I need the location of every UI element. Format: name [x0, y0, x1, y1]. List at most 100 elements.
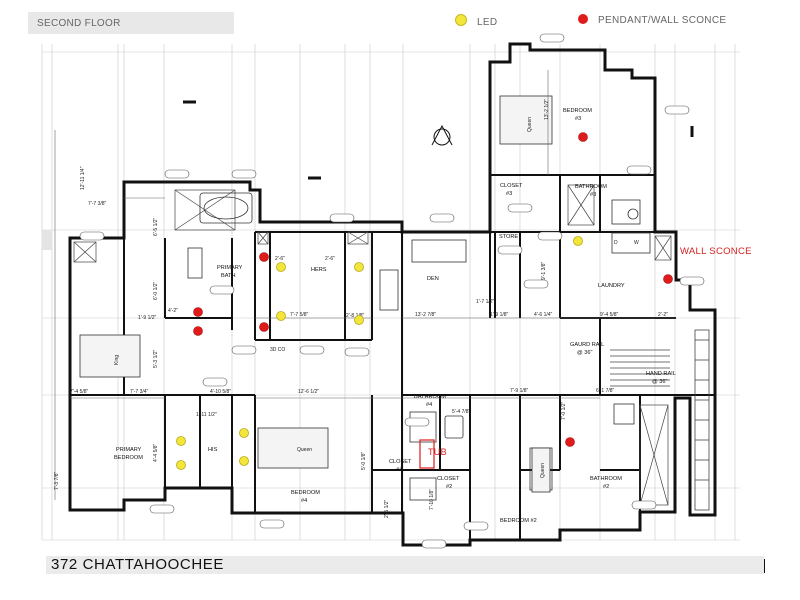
- grid-tag: [42, 230, 52, 250]
- room-primary-bedroom-1: PRIMARY: [116, 447, 142, 453]
- stairs: [610, 329, 710, 511]
- room-closet2: CLOSET: [437, 476, 460, 482]
- room-closet4: CLOSET: [389, 459, 412, 465]
- room-primary-bath-1: PRIMARY: [217, 265, 243, 271]
- queen-label-2: Queen: [527, 117, 533, 132]
- room-store: STORE: [499, 234, 518, 240]
- dim-7: 2'-8 1/8": [346, 313, 365, 319]
- section-markers: [183, 100, 694, 180]
- dim-2: 6'-5 1/2": [153, 217, 159, 236]
- pendant-light: [259, 252, 269, 262]
- dim-30: 2'-2": [658, 312, 668, 318]
- pendant-light: [578, 132, 588, 142]
- room-bathroom3-num: #3: [590, 192, 596, 198]
- led-light: [276, 311, 286, 321]
- dimension-lines: [54, 70, 676, 500]
- room-bedroom4-num: #4: [301, 498, 307, 504]
- dim-5: 1'-9 1/2": [138, 315, 157, 321]
- room-bathroom2: BATHROOM: [590, 476, 622, 482]
- room-bathroom4-num: #4: [426, 402, 432, 408]
- legend-pendant: PENDANT/WALL SCONCE: [578, 14, 726, 26]
- interior-walls: [70, 174, 715, 540]
- dim-3: 6'-0 1/2": [153, 281, 159, 300]
- dim-22: 7'-9 1/8": [510, 388, 529, 394]
- hand-rail-label: HAND RAIL: [646, 371, 676, 377]
- dim-20: 5'-4 7/8": [452, 409, 471, 415]
- floor-label: SECOND FLOOR: [28, 12, 234, 34]
- dim-28: 2'-5 1/2": [384, 499, 390, 518]
- guard-rail-height: @ 36": [577, 350, 592, 356]
- dim-29: 12'-11 1/4": [80, 166, 86, 190]
- dim-16: 7'-7 3/4": [130, 389, 149, 395]
- led-light: [354, 315, 364, 325]
- dim-32: 4'-4 5/8": [153, 443, 159, 462]
- wall-sconce-callout: WALL SCONCE: [680, 246, 752, 257]
- led-light: [239, 428, 249, 438]
- room-his: HIS: [208, 447, 218, 453]
- equipment-marks: 3D CO: [270, 347, 285, 353]
- reference-grid: [41, 44, 740, 541]
- led-light: [239, 456, 249, 466]
- queen-label-1: Queen: [297, 447, 312, 453]
- dim-25: 13'-2 1/2": [544, 99, 550, 120]
- dim-33: 9'-1 3/8": [541, 261, 547, 280]
- room-primary-bath-2: BATH: [221, 273, 236, 279]
- room-bathroom2-num: #2: [603, 484, 609, 490]
- washer-label: W: [634, 240, 639, 246]
- dim-12: 1'-7 1/2": [476, 299, 495, 305]
- dim-21: 6'-1 7/8": [596, 388, 615, 394]
- room-closet4-num: #4: [396, 467, 402, 473]
- dim-1: 7'-7 3/8": [88, 201, 107, 207]
- led-dot-icon: [455, 14, 467, 26]
- dim-8: 13'-2 7/8": [415, 312, 436, 318]
- room-den: DEN: [427, 276, 439, 282]
- dim-4: 4'-2": [168, 308, 178, 314]
- dim-9: 1'-9 1/8": [490, 312, 509, 318]
- wall-sconce-light: [663, 274, 673, 284]
- led-light: [276, 262, 286, 272]
- dim-13: 2'-6": [275, 256, 285, 262]
- king-label: King: [114, 355, 120, 365]
- dim-18: 4'-10 5/8": [210, 389, 231, 395]
- room-bedroom2: BEDROOM #2: [500, 518, 537, 524]
- plumbing-fixtures: [187, 192, 651, 501]
- led-light: [573, 236, 583, 246]
- dim-10: 4'-6 1/4": [534, 312, 553, 318]
- dim-6: 7'-7 5/8": [290, 312, 309, 318]
- pendant-dot-icon: [578, 14, 588, 24]
- legend-led-label: LED: [477, 17, 498, 28]
- dim-27: 5'-0 1/8": [361, 451, 367, 470]
- title-bar: [46, 556, 764, 574]
- room-bedroom4: BEDROOM: [291, 490, 320, 496]
- led-light: [354, 262, 364, 272]
- legend-led: LED: [455, 14, 497, 28]
- queen-label-3: Queen: [540, 463, 546, 478]
- pendant-light: [193, 326, 203, 336]
- dim-26: 7'-10 1/8": [429, 489, 435, 510]
- led-light: [176, 460, 186, 470]
- tub-callout: TUB: [428, 447, 447, 457]
- room-bedroom3-num: #3: [575, 116, 581, 122]
- pendant-light: [259, 322, 269, 332]
- led-fixtures: [176, 236, 583, 470]
- fixture-labels: Queen Queen Queen King D W 3D CO: [114, 117, 639, 478]
- pendant-fixtures: [193, 132, 673, 447]
- room-closet3-num: #3: [506, 191, 512, 197]
- room-bathroom4: BATHROOM: [414, 394, 446, 400]
- dim-24: 7'-3 7/8": [54, 471, 60, 490]
- dim-23: 7'-0 1/2": [561, 401, 567, 420]
- project-title: 372 CHATTAHOOCHEE: [51, 556, 225, 573]
- legend-pendant-label: PENDANT/WALL SCONCE: [598, 15, 727, 26]
- room-primary-bedroom-2: BEDROOM: [114, 455, 143, 461]
- room-bedroom3: BEDROOM: [563, 108, 592, 114]
- dimension-labels: 7'-7 3/8" 6'-5 1/2" 6'-0 1/2" 4'-2" 1'-9…: [54, 99, 668, 518]
- dryer-label: D: [614, 240, 618, 246]
- dim-11: 9'-4 5/8": [600, 312, 619, 318]
- beds: [79, 95, 553, 493]
- led-light: [176, 436, 186, 446]
- view-tags: [79, 33, 705, 549]
- room-closet3: CLOSET: [500, 183, 523, 189]
- room-hers: HERS: [311, 267, 327, 273]
- room-closet2-num: #2: [446, 484, 452, 490]
